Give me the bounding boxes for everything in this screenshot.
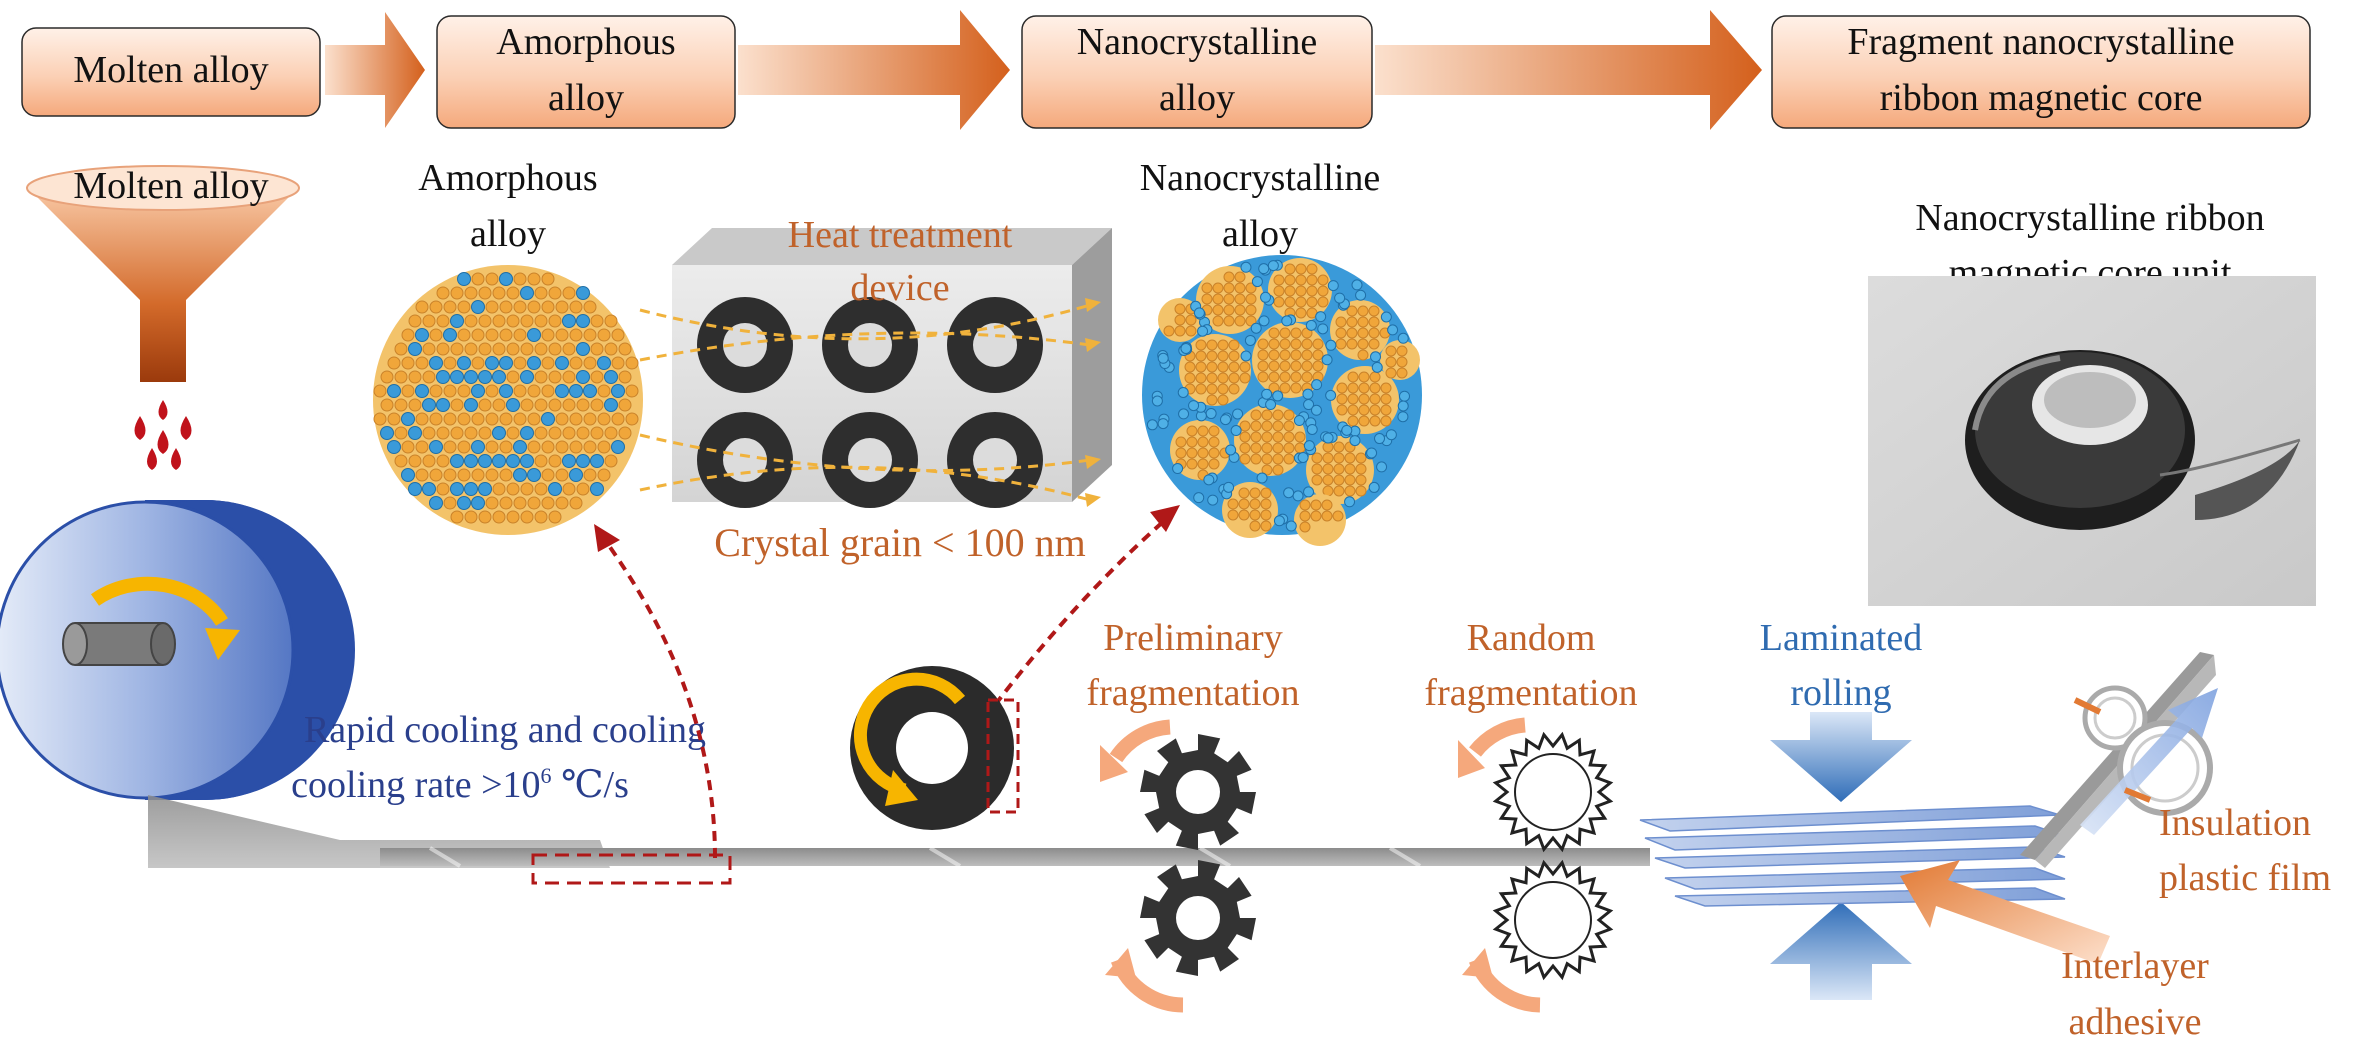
heat-flow-lines (639, 303, 1091, 502)
adhesive-label-line2: adhesive (2069, 1001, 2202, 1043)
stage-arrow-3 (1375, 10, 1762, 130)
amorphous-atom-sphere (373, 265, 643, 535)
saw-rotation-arrow-top-icon (1469, 717, 1526, 757)
adhesive-label-line1: Interlayer (2061, 945, 2209, 987)
cooling-roller (0, 500, 355, 800)
press-down-arrow (1770, 712, 1912, 802)
ribbon-sample-marker (531, 853, 732, 885)
preliminary-fragmentation-gears (1140, 734, 1256, 976)
stage-4-label-line1: Fragment nanocrystalline (1847, 21, 2234, 63)
press-up-arrow (1770, 902, 1912, 1000)
funnel-label: Molten alloy (73, 165, 268, 207)
rotation-arrow-icon (90, 576, 228, 626)
funnel: Molten alloy (26, 165, 300, 470)
stage-3-label-line1: Nanocrystalline (1077, 21, 1318, 63)
stage-1-label: Molten alloy (73, 49, 268, 91)
stage-2-label-line2: alloy (548, 77, 624, 119)
crystal-grain-label: Crystal grain < 100 nm (714, 520, 1085, 565)
cooling-label-line2: cooling rate >106 ℃/s (291, 763, 629, 806)
stage-arrow-2 (738, 10, 1010, 130)
roller-axle (62, 622, 176, 666)
nanocrystalline-label-line2: alloy (1222, 213, 1298, 255)
insulation-label-line2: plastic film (2159, 857, 2331, 899)
stage-4-label-line2: ribbon magnetic core (1880, 77, 2203, 119)
stage-box-fragment-core (1771, 15, 2311, 129)
preliminary-label-line1: Preliminary (1103, 617, 1282, 659)
core-unit-label-line1: Nanocrystalline ribbon (1915, 197, 2264, 239)
stage-2-label-line1: Amorphous (496, 21, 675, 63)
insulation-film-rolls (2020, 652, 2218, 868)
ribbon-strip (148, 795, 1650, 868)
stage-box-amorphous-alloy (436, 15, 736, 129)
heat-treatment-label-line2: device (850, 267, 949, 309)
amorphous-label-line2: alloy (470, 213, 546, 255)
dashed-arrow-to-nanocrystalline (993, 518, 1167, 707)
amorphous-label-line1: Amorphous (418, 157, 597, 199)
preliminary-label-line2: fragmentation (1086, 672, 1299, 714)
nanocrystalline-grain-sphere (1142, 255, 1422, 546)
laminated-label-line1: Laminated (1760, 617, 1922, 659)
heat-treatment-device: Heat treatment device (639, 214, 1112, 508)
heat-treatment-label-line1: Heat treatment (788, 214, 1013, 256)
laminated-label-line2: rolling (1790, 672, 1891, 714)
random-label-line1: Random (1467, 617, 1596, 659)
wound-core-ring (850, 666, 1020, 830)
random-fragmentation-rollers (1492, 731, 1614, 981)
cooling-label-line1: Rapid cooling and cooling (304, 709, 706, 751)
insulation-feed-arrow (2080, 688, 2218, 835)
nanocrystalline-label-line1: Nanocrystalline (1140, 157, 1381, 199)
random-label-line2: fragmentation (1424, 672, 1637, 714)
stage-arrow-1 (325, 12, 425, 128)
stage-row: Molten alloy Amorphous alloy Nanocrystal… (21, 10, 2311, 130)
molten-droplets (134, 400, 192, 470)
stage-box-molten-alloy (21, 27, 321, 117)
stage-box-nanocrystalline-alloy (1021, 15, 1373, 129)
core-rotation-arrow-icon (854, 672, 966, 797)
core-unit-photo (1868, 276, 2316, 606)
laminated-layers (1639, 805, 2066, 907)
stage-3-label-line2: alloy (1159, 77, 1235, 119)
insulation-label-line1: Insulation (2159, 802, 2311, 844)
dashed-arrow-to-amorphous (603, 538, 717, 859)
adhesive-arrow (1900, 860, 2110, 964)
gear-rotation-arrow-top-icon (1109, 719, 1171, 763)
